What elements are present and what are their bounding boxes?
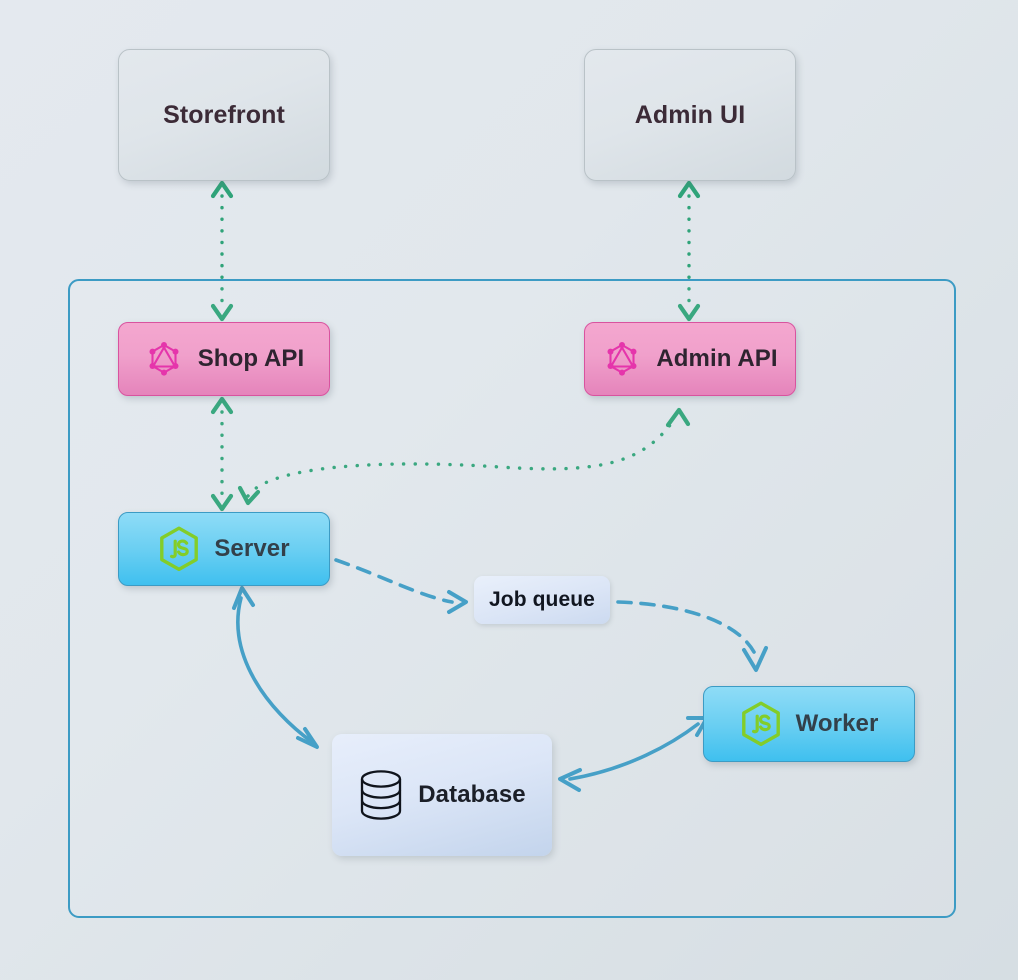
node-worker-label: Worker	[795, 710, 879, 737]
nodejs-icon	[158, 526, 200, 572]
node-database-label: Database	[418, 781, 526, 808]
node-storefront-label: Storefront	[163, 100, 285, 129]
node-shop-api-label: Shop API	[197, 345, 305, 372]
node-database[interactable]: Database	[332, 734, 552, 856]
node-admin-ui[interactable]: Admin UI	[584, 49, 796, 181]
database-icon	[358, 768, 404, 822]
node-admin-api-label: Admin API	[656, 345, 778, 372]
graphql-icon	[144, 339, 184, 379]
nodejs-icon	[740, 701, 782, 747]
node-admin-ui-label: Admin UI	[634, 100, 746, 129]
node-server[interactable]: Server	[118, 512, 330, 586]
node-shop-api[interactable]: Shop API	[118, 322, 330, 396]
node-job-queue-label: Job queue	[489, 588, 595, 611]
node-admin-api[interactable]: Admin API	[584, 322, 796, 396]
graphql-icon	[602, 339, 642, 379]
node-storefront[interactable]: Storefront	[118, 49, 330, 181]
node-job-queue[interactable]: Job queue	[474, 576, 610, 624]
node-server-label: Server	[214, 535, 290, 562]
node-worker[interactable]: Worker	[703, 686, 915, 762]
